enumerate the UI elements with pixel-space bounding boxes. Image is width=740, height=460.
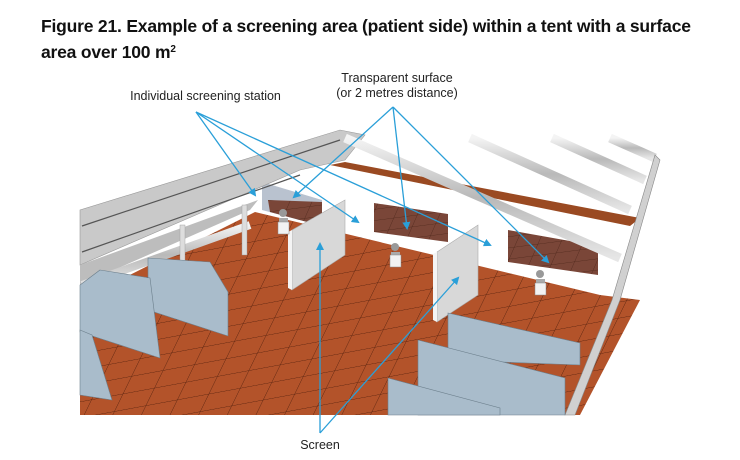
right-frame bbox=[564, 154, 661, 416]
roof-seam bbox=[81, 174, 301, 253]
roof-beam-4 bbox=[608, 133, 657, 163]
arrow-transparent-2 bbox=[392, 106, 411, 230]
screen-partition-2-edge bbox=[433, 252, 437, 322]
support-post bbox=[179, 224, 186, 266]
transparent-surface-1-table bbox=[268, 200, 322, 226]
person-chair-1 bbox=[277, 209, 290, 235]
arrow-station-3 bbox=[195, 111, 492, 247]
person-chair-3 bbox=[534, 270, 547, 296]
transparent-surface-2 bbox=[374, 203, 448, 242]
superscript: 2 bbox=[170, 44, 176, 55]
left-roof-lower bbox=[80, 200, 258, 285]
support-post bbox=[241, 204, 248, 256]
screen-panel-left-2 bbox=[79, 269, 161, 359]
person-chair-2 bbox=[389, 243, 402, 268]
label-transparent-surface-line2: (or 2 metres distance) bbox=[336, 86, 458, 100]
screen-panel-right-3 bbox=[387, 377, 501, 416]
screen-panel-right-1 bbox=[447, 312, 581, 366]
label-transparent-surface: Transparent surface (or 2 metres distanc… bbox=[312, 71, 482, 101]
screen-partition-1-edge bbox=[288, 230, 292, 290]
figure-caption: Figure 21. Example of a screening area (… bbox=[41, 14, 721, 64]
label-individual-screening-station: Individual screening station bbox=[130, 89, 281, 103]
arrow-transparent-1 bbox=[292, 106, 394, 199]
figure-title: Figure 21. Example of a screening area (… bbox=[41, 16, 691, 62]
arrow-transparent-3 bbox=[392, 106, 550, 264]
left-roof bbox=[79, 129, 366, 266]
arrow-station-1 bbox=[195, 111, 257, 197]
arrow-screen-2 bbox=[319, 276, 460, 434]
arrow-station-2 bbox=[195, 111, 360, 224]
eave-strip bbox=[330, 162, 640, 226]
roof-beam-1 bbox=[343, 133, 622, 263]
transparent-surface-3 bbox=[508, 230, 598, 275]
roof-seam bbox=[81, 139, 341, 227]
screen-panel-left-3 bbox=[79, 329, 113, 401]
label-screen: Screen bbox=[300, 438, 340, 452]
label-transparent-surface-line1: Transparent surface bbox=[341, 71, 453, 85]
roof-beam-3 bbox=[550, 133, 647, 185]
roof-beam-2 bbox=[468, 133, 632, 215]
